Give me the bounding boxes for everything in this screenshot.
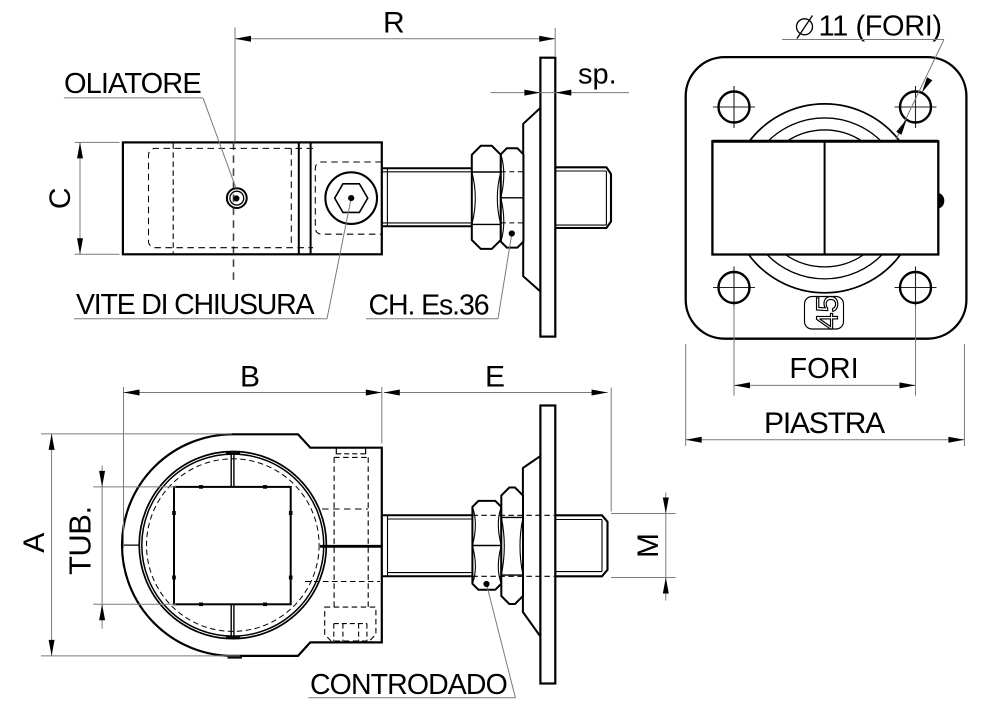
svg-text:B: B — [240, 361, 260, 394]
svg-text:FORI: FORI — [789, 353, 858, 385]
svg-text:11 (FORI): 11 (FORI) — [819, 11, 942, 43]
svg-text:PIASTRA: PIASTRA — [764, 407, 885, 440]
svg-text:M: M — [632, 533, 665, 558]
svg-text:CONTRODADO: CONTRODADO — [310, 669, 507, 701]
svg-text:C: C — [44, 187, 77, 209]
svg-text:VITE DI CHIUSURA: VITE DI CHIUSURA — [76, 289, 315, 321]
svg-text:sp.: sp. — [578, 59, 617, 91]
svg-text:45: 45 — [810, 295, 845, 329]
svg-text:A: A — [18, 533, 51, 553]
svg-text:R: R — [383, 7, 405, 40]
svg-text:CH. Es.36: CH. Es.36 — [369, 290, 489, 322]
svg-text:E: E — [485, 361, 505, 394]
svg-text:TUB.: TUB. — [63, 506, 98, 575]
svg-text:OLIATORE: OLIATORE — [64, 68, 201, 100]
